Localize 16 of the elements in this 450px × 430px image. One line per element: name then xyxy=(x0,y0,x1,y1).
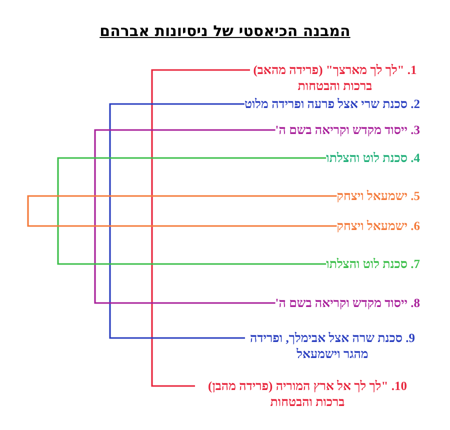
item-text: 5. ישמעאל ויצחק xyxy=(336,188,420,204)
item-text: 3. ייסוד מקדש וקריאה בשם ה' xyxy=(275,122,420,138)
item-text: 9. סכנת שרה אצל אבימלך, ופרידה מהגר וישמעאל xyxy=(245,330,420,362)
bracket-connector xyxy=(27,195,337,227)
bracket-connector xyxy=(57,157,326,265)
bracket-connector xyxy=(151,69,250,387)
item-text: 10. "לך לך אל ארץ המוריה (פרידה מהבן) ברכות והבטחות xyxy=(195,378,420,410)
item-text: 2. סכנת שרי אצל פרעה ופרידה מלוט xyxy=(244,96,420,112)
bracket-connector xyxy=(109,103,245,339)
diagram-title: המבנה הכיאסטי של ניסיונות אברהם xyxy=(100,22,350,40)
item-text: 6. ישמעאל ויצחק xyxy=(336,218,420,234)
bracket-connector xyxy=(94,129,276,304)
item-text: 7. סכנת לוט והצלתו xyxy=(326,256,420,272)
item-text: 4. סכנת לוט והצלתו xyxy=(326,150,420,166)
item-text: 8. ייסוד מקדש וקריאה בשם ה' xyxy=(275,295,420,311)
item-text: 1. "לך לך מארצך" (פרידה מהאב) ברכות והבטחות xyxy=(250,62,420,94)
